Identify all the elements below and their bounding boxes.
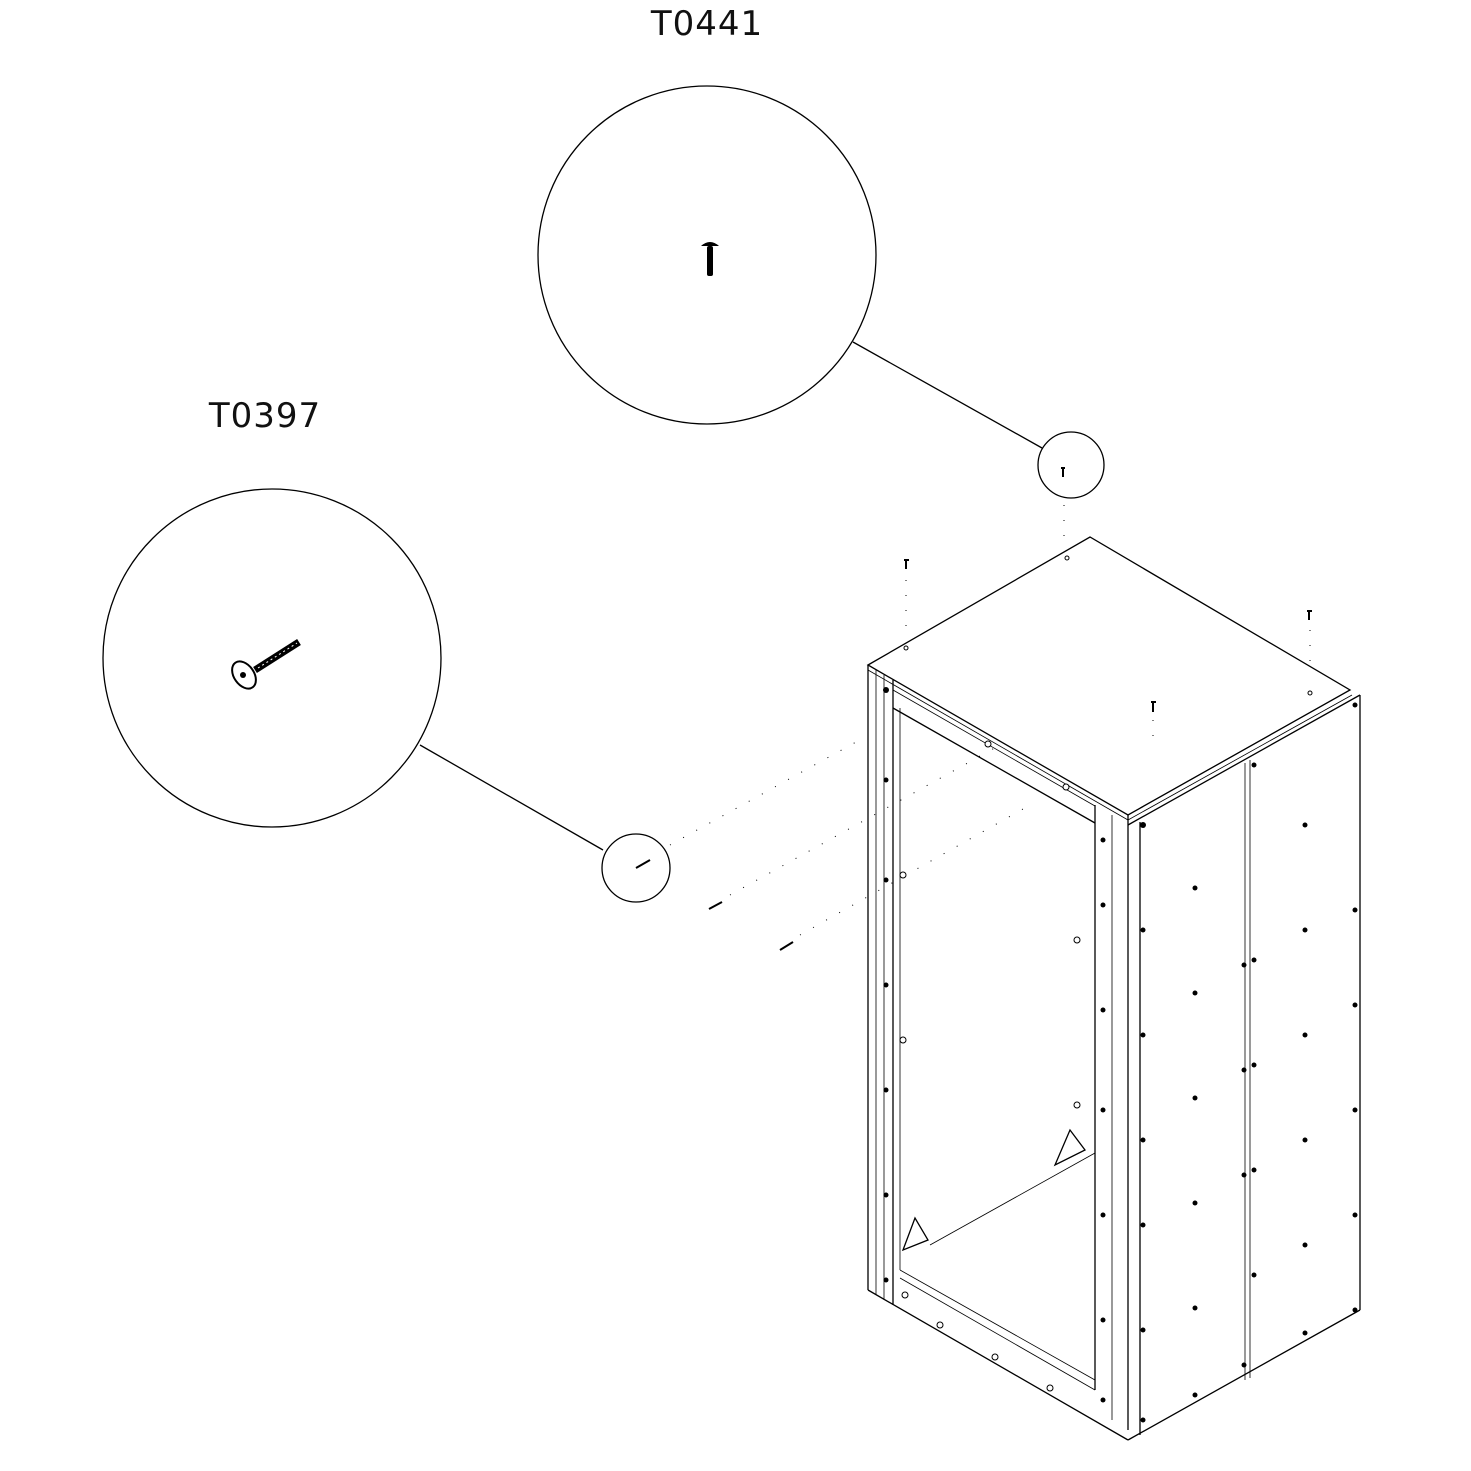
cabinet xyxy=(866,536,1361,1441)
screw-icon-large xyxy=(701,242,719,276)
part-label-t0397: T0397 xyxy=(208,396,322,436)
callout-t0397 xyxy=(102,488,671,903)
callout-t0441 xyxy=(537,85,1105,499)
loose-screws xyxy=(669,505,1312,951)
part-label-t0441: T0441 xyxy=(650,4,764,44)
holes xyxy=(883,555,1358,1423)
connector-bolt-icon-large xyxy=(231,639,301,690)
screw-icon-small xyxy=(1061,467,1065,477)
